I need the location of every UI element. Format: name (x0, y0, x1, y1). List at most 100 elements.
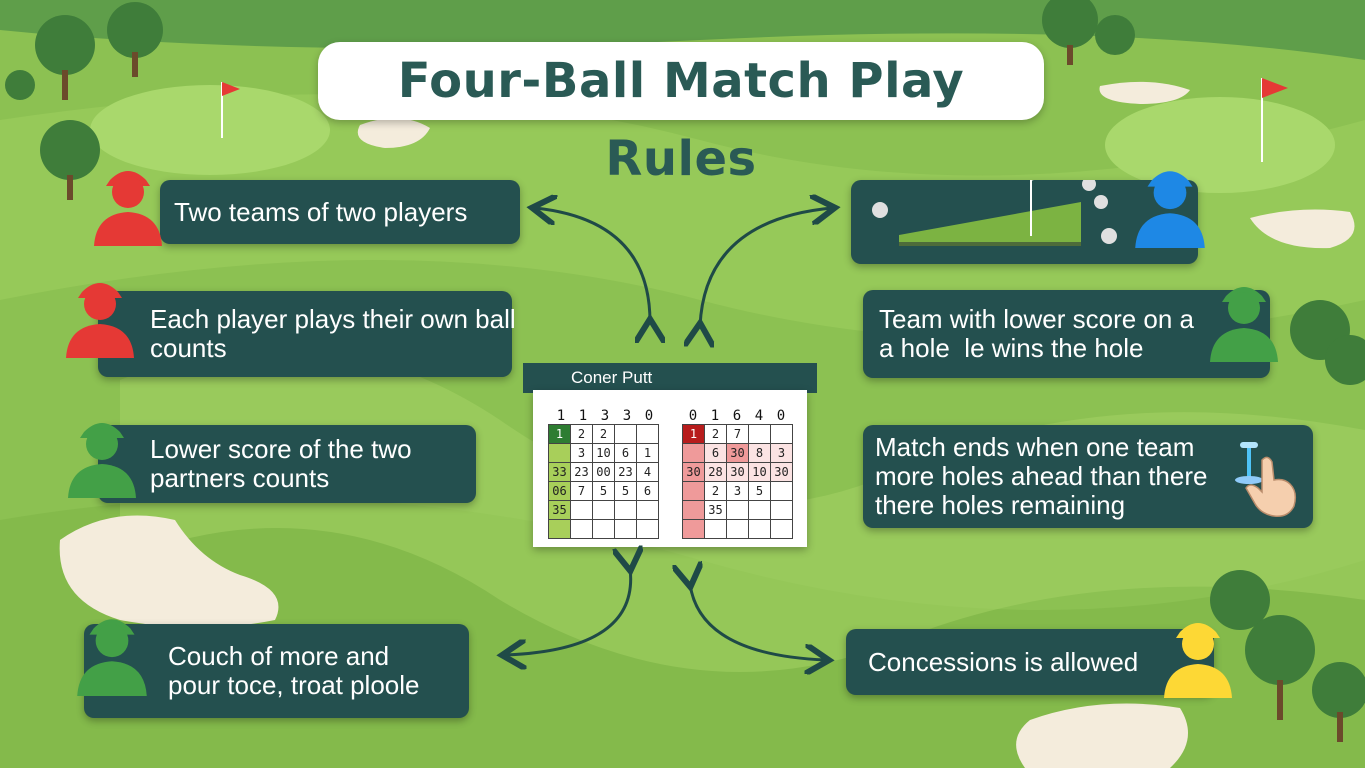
score-row: 35 (682, 500, 793, 520)
rule-text: Couch of more and (168, 641, 390, 671)
score-cell (770, 519, 793, 539)
score-cell (682, 481, 705, 501)
rule-text: counts (150, 333, 227, 363)
score-header-cell: 1 (556, 408, 566, 424)
rule-text: Team with lower score on a (879, 304, 1195, 334)
score-row (548, 519, 659, 539)
score-cell: 5 (748, 481, 771, 501)
score-cell (592, 500, 615, 520)
score-header-cell: 0 (688, 408, 698, 424)
score-cell (636, 424, 659, 444)
score-cell: 1 (636, 443, 659, 463)
rule-text: partners counts (150, 463, 330, 493)
score-cell (682, 519, 705, 539)
score-header-cell: 3 (622, 408, 632, 424)
score-cell (748, 424, 771, 444)
score-header-cell: 4 (754, 408, 764, 424)
score-cell (770, 424, 793, 444)
score-row: 35 (548, 500, 659, 520)
score-cell: 4 (636, 462, 659, 482)
rule-text: pour toce, troat ploole (168, 670, 420, 700)
score-cell: 30 (726, 462, 749, 482)
score-cell: 23 (570, 462, 593, 482)
score-cell: 00 (592, 462, 615, 482)
score-cell (770, 481, 793, 501)
left-score-header: 1 1 3 3 0 (550, 408, 660, 424)
score-cell (570, 500, 593, 520)
score-cell (682, 500, 705, 520)
score-cell: 6 (614, 443, 637, 463)
score-cell: 35 (704, 500, 727, 520)
score-cell: 06 (548, 481, 571, 501)
rule-box-couch: Couch of more and pour toce, troat plool… (84, 624, 469, 718)
score-cell: 3 (570, 443, 593, 463)
score-cell: 30 (682, 462, 705, 482)
score-header-cell: 3 (600, 408, 610, 424)
rule-text: Each player plays their own ball (150, 304, 516, 334)
blue-player-avatar (1135, 171, 1205, 248)
score-cell: 35 (548, 500, 571, 520)
score-header-cell: 1 (710, 408, 720, 424)
red-player-avatar (94, 171, 162, 246)
score-cell: 30 (770, 462, 793, 482)
score-cell: 7 (726, 424, 749, 444)
score-cell: 1 (548, 424, 571, 444)
score-cell (614, 424, 637, 444)
score-header-cell: 0 (644, 408, 654, 424)
score-cell: 1 (682, 424, 705, 444)
score-cell (548, 443, 571, 463)
rule-text: there holes remaining (875, 490, 1126, 520)
putting-green-illustration (872, 180, 1117, 246)
score-cell: 5 (592, 481, 615, 501)
score-cell (704, 519, 727, 539)
score-cell (548, 519, 571, 539)
score-cell: 28 (704, 462, 727, 482)
score-header-cell: 1 (578, 408, 588, 424)
score-cell (636, 500, 659, 520)
score-cell: 3 (770, 443, 793, 463)
rule-box-green-illustration (851, 180, 1198, 264)
yellow-player-avatar (1164, 623, 1232, 698)
rule-text: Match ends when one team (875, 432, 1195, 462)
rule-text: a hole le wins the hole (879, 333, 1144, 363)
green-player-avatar (77, 619, 147, 696)
score-cell: 2 (592, 424, 615, 444)
score-cell: 7 (570, 481, 593, 501)
scorecard-header: Coner Putt (523, 363, 817, 393)
hand-pointing-icon (1235, 442, 1297, 518)
score-cell: 6 (636, 481, 659, 501)
score-row (682, 519, 793, 539)
rule-text: Concessions is allowed (868, 646, 1139, 677)
red-player-avatar (66, 283, 134, 358)
score-cell (592, 519, 615, 539)
score-cell: 30 (726, 443, 749, 463)
rule-box-concessions: Concessions is allowed (846, 629, 1214, 695)
score-cell (748, 519, 771, 539)
score-cell (770, 500, 793, 520)
score-cell: 33 (548, 462, 571, 482)
score-cell (726, 500, 749, 520)
score-cell: 23 (614, 462, 637, 482)
score-cell: 5 (614, 481, 637, 501)
rule-box-match-ends: Match ends when one team more holes ahea… (863, 425, 1313, 528)
rule-box-team-lower-score: Team with lower score on a a hole le win… (863, 290, 1270, 378)
score-cell (614, 500, 637, 520)
rule-box-own-ball: Each player plays their own ball counts (98, 291, 516, 377)
page-title: Four-Ball Match Play Rules (318, 42, 1044, 187)
score-cell (636, 519, 659, 539)
right-score-header: 0 1 6 4 0 (682, 408, 792, 424)
green-player-avatar (1210, 287, 1278, 362)
rule-text: more holes ahead than there (875, 461, 1208, 491)
rule-text: Two teams of two players (174, 196, 468, 227)
score-cell: 6 (704, 443, 727, 463)
